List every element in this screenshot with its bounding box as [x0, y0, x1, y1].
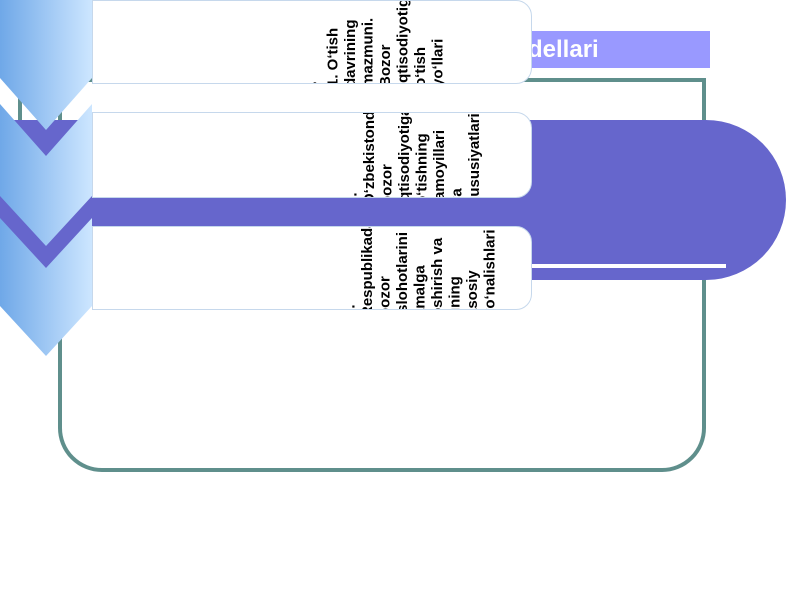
chevron-1-icon [0, 0, 92, 130]
step-3-label: 3. Respublikada bozor islohotlarini amal… [342, 226, 499, 310]
step-1-bullet: • [307, 3, 325, 83]
step-3-bullet: • [324, 233, 342, 309]
title-bar [520, 31, 710, 68]
band-underline [520, 264, 726, 268]
step-2-label: 2. O‘zbekistonda bozor iqtisodiyotiga o‘… [343, 112, 483, 198]
step-box-2: • 2. O‘zbekistonda bozor iqtisodiyotiga … [92, 112, 532, 198]
step-text-3: • 3. Respublikada bozor islohotlarini am… [324, 226, 499, 310]
chevron-column [0, 0, 92, 356]
step-1-label: 1. O‘tish davrining mazmuni. Bozor iqtis… [324, 0, 447, 84]
slide-title: dellari [528, 36, 599, 63]
step-box-1: • 1. O‘tish davrining mazmuni. Bozor iqt… [92, 0, 532, 84]
chevron-2-icon [0, 104, 92, 246]
step-text-1: • 1. O‘tish davrining mazmuni. Bozor iqt… [307, 0, 447, 84]
step-text-2: • 2. O‘zbekistonda bozor iqtisodiyotiga … [326, 112, 484, 198]
chevron-3-icon [0, 218, 92, 356]
step-2-bullet: • [326, 121, 344, 197]
step-box-3: • 3. Respublikada bozor islohotlarini am… [92, 226, 532, 310]
